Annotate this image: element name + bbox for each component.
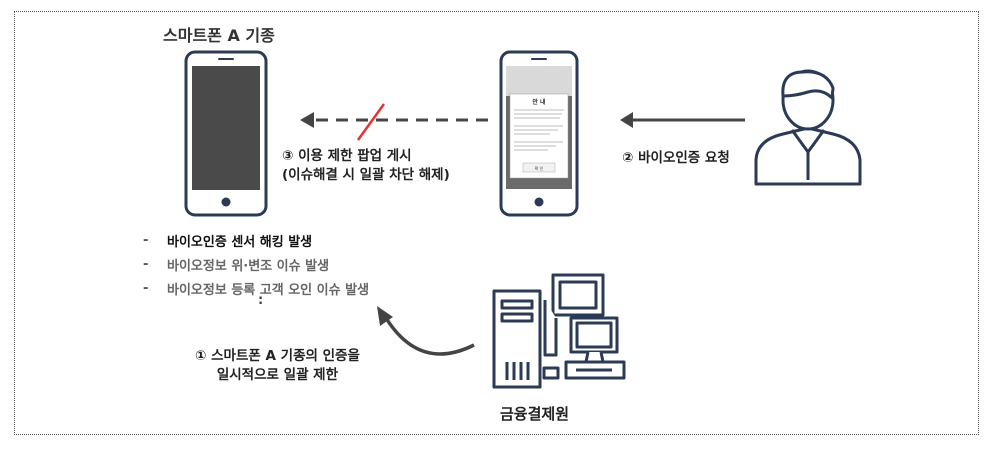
issue-text: 바이오정보 위·변조 이슈 발생 [167,258,330,274]
popup-title: 안 내 [532,99,546,106]
issue-item: - 바이오인증 센서 해킹 발생 [143,228,369,252]
smartphone-a-screen [192,66,260,190]
phone-a-title: 스마트폰 A 기종 [163,26,275,45]
block-mark [356,103,386,141]
smartphone-a-icon [184,50,268,217]
step3-line2: (이슈해결 시 일괄 차단 해제) [282,167,450,183]
smartphone-popup-icon [499,50,579,217]
popup-button-label: 확 인 [534,166,544,171]
issue-text: 바이오정보 등록 고객 오인 이슈 발생 [167,282,370,298]
fintech-label: 금융결제원 [500,405,570,423]
user-icon [754,69,862,186]
step1-line2: 일시적으로 일괄 제한 [216,367,339,383]
step1-label: ① 스마트폰 A 기종의 인증을 일시적으로 일괄 제한 [195,347,360,385]
arrow-curve-restrict [384,317,475,356]
popup-confirm-button [522,162,556,173]
issue-list: - 바이오인증 센서 해킹 발생 - 바이오정보 위·변조 이슈 발생 - 바이… [143,228,369,300]
issue-item: - 바이오정보 위·변조 이슈 발생 [143,252,369,276]
step3-label: ③ 이용 제한 팝업 게시 (이슈해결 시 일괄 차단 해제) [282,147,450,185]
issue-dash: - [143,280,149,296]
step1-line1: ① 스마트폰 A 기종의 인증을 [195,348,360,364]
step2-label: ② 바이오인증 요청 [622,150,730,166]
server-icon [492,289,542,389]
issue-dash: - [143,256,149,272]
monitor-back-icon [551,273,605,317]
issue-dash: - [143,232,149,248]
step3-line1: ③ 이용 제한 팝업 게시 [282,148,412,164]
issue-item: - 바이오정보 등록 고객 오인 이슈 발생 [143,276,369,300]
workstation-icon [542,300,626,380]
diagram-frame [14,11,979,435]
issue-colon: : [258,293,264,308]
issue-text: 바이오인증 센서 해킹 발생 [167,234,313,250]
